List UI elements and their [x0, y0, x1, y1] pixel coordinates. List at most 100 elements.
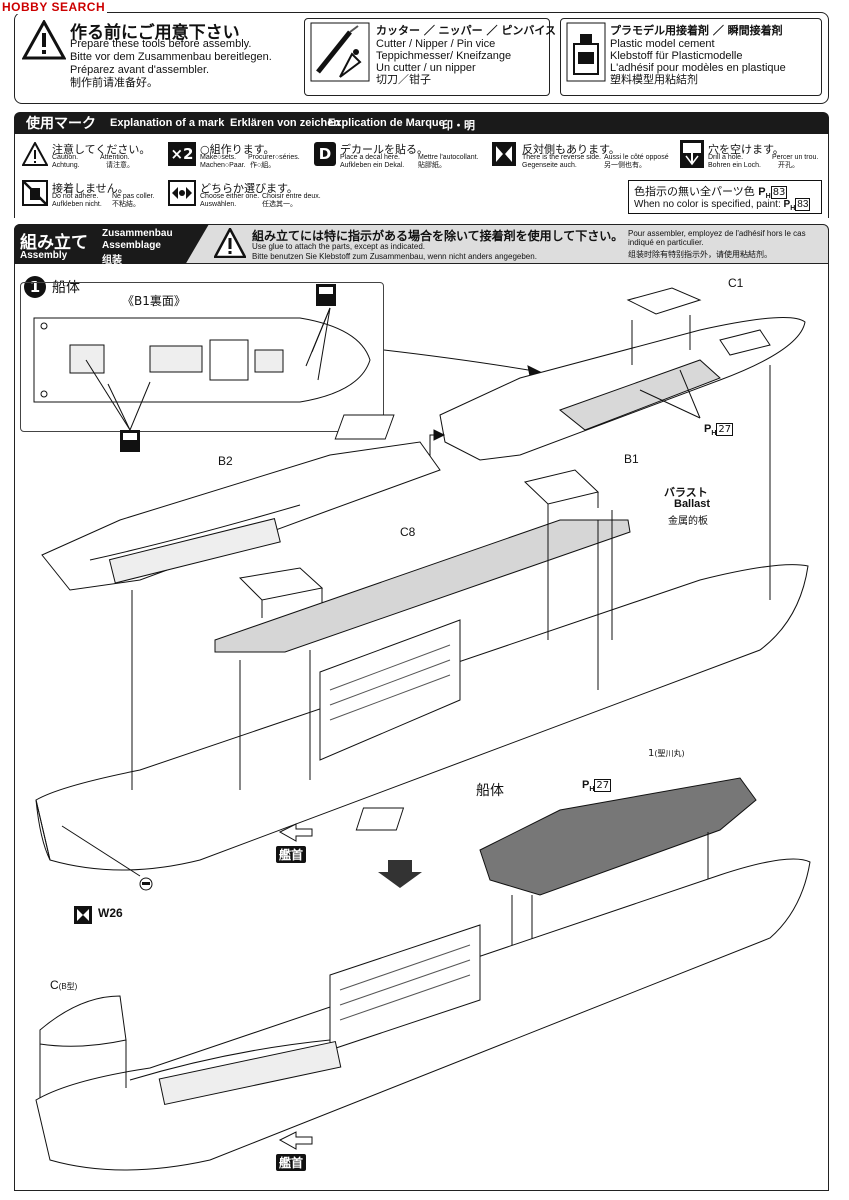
- prep-line-3: Préparez avant d'assembler.: [70, 64, 210, 76]
- make-title: ○組作ります。: [200, 143, 275, 156]
- label-c8: C8: [400, 525, 416, 539]
- decal-l2: Mettre l'autocollant.: [418, 154, 479, 161]
- label-c1: C1: [728, 276, 744, 290]
- decal-l4: 貼膠紙。: [418, 162, 446, 169]
- drill-l4: 开孔。: [778, 162, 799, 169]
- label-ballast-jp: バラスト: [664, 486, 708, 499]
- reverse-title: 反対側もあります。: [522, 143, 620, 156]
- assembly-note-fr: Pour assembler, employez de l'adhésif ho…: [628, 229, 806, 247]
- marks-header-en: Explanation of a mark: [110, 117, 225, 129]
- choose-l4: 任选其一。: [262, 201, 297, 208]
- noglue-l1: Do not adhere.: [52, 193, 99, 200]
- marks-header-fr: Explication de Marque: [328, 117, 445, 129]
- noglue-l4: 不粘結。: [112, 201, 140, 208]
- glue-title: プラモデル用接着剤 ／ 瞬間接着剤: [610, 24, 783, 37]
- assembly-frame: [14, 264, 829, 1191]
- glue-bottle-icon: [566, 22, 606, 82]
- make-l3: Machen○Paar.: [200, 162, 246, 169]
- choose-l3: Auswählen.: [200, 201, 237, 208]
- decal-l1: Place a decal here.: [340, 154, 400, 161]
- label-c-part: C(B型): [50, 978, 78, 992]
- prep-line-2: Bitte vor dem Zusammenbau bereitlegen.: [70, 51, 272, 63]
- label-ballast-cn: 金属的板: [668, 516, 708, 527]
- color-spec-box: [628, 180, 822, 214]
- make-l4: 作○組。: [250, 162, 276, 169]
- assembly-note-jp: 組み立てには特に指示がある場合を除いて接着剤を使用して下さい。: [252, 229, 624, 243]
- drill-l3: Bohren ein Loch.: [708, 162, 761, 169]
- caution-l4: 请注意。: [106, 162, 134, 169]
- prep-title: 作る前にご用意下さい: [70, 23, 240, 43]
- label-bow-1: 艦首: [276, 846, 307, 863]
- assembly-title-cn: 组装: [102, 255, 122, 266]
- make-sets-icon: ×2: [168, 142, 196, 166]
- glue-line-1: Plastic model cement: [610, 38, 715, 50]
- noglue-l3: Aufkleben nicht.: [52, 201, 102, 208]
- assembly-caution-icon: [214, 228, 246, 258]
- choose-l2: Choisir entre deux.: [262, 193, 321, 200]
- choose-title: どちらか選びます。: [200, 182, 298, 195]
- make-l1: Make○sets.: [200, 154, 237, 161]
- tools-line-2: Teppichmesser/ Kneifzange: [376, 50, 512, 62]
- noglue-l2: Ne pas coller.: [112, 193, 155, 200]
- label-hull: 船体: [476, 783, 504, 799]
- reverse-l3: Gegenseite auch.: [522, 162, 577, 169]
- glue-line-2: Klebstoff für Plasticmodelle: [610, 50, 743, 62]
- choose-either-icon: [168, 180, 196, 206]
- b1-reverse-frame: [20, 282, 384, 432]
- prep-line-4: 制作前请准备好。: [70, 77, 158, 89]
- drill-l2: Percer un trou.: [772, 154, 819, 161]
- assembly-title-de: Zusammenbau: [102, 228, 173, 239]
- marks-header-cn: 印・明: [442, 119, 475, 132]
- assembly-note-en: Use glue to attach the parts, except as …: [252, 242, 425, 251]
- choose-l1: Choose either one.: [200, 193, 260, 200]
- caution-title: 注意してください。: [52, 143, 151, 156]
- decal-l3: Aufkleben ein Dekal.: [340, 162, 405, 169]
- assembly-title-block: [14, 224, 209, 264]
- label-part1: 1(聖川丸): [648, 748, 685, 759]
- assembly-drawing: [33, 284, 811, 1171]
- assembly-note-cn: 组装时除有特别指示外，请使用粘結剂。: [628, 250, 772, 259]
- label-b2: B2: [218, 454, 233, 468]
- cutter-nipper-icon: [310, 22, 370, 82]
- label-w26: W26: [98, 906, 123, 920]
- caution-l2: Attention.: [100, 154, 130, 161]
- watermark: HOBBY SEARCH: [0, 0, 108, 14]
- label-b1: B1: [624, 452, 639, 466]
- decal-title: デカールを貼る。: [340, 143, 428, 156]
- caution-l3: Achtung.: [52, 162, 80, 169]
- b1-reverse-label: 《B1裏面》: [122, 294, 186, 308]
- label-bow-2: 艦首: [276, 1154, 307, 1171]
- reverse-l4: 另一侧也有。: [604, 162, 646, 169]
- assembly-title-en: Assembly: [20, 250, 68, 261]
- tools-line-3: Un cutter / un nipper: [376, 62, 476, 74]
- step-number: 1: [24, 276, 46, 298]
- caution-l1: Caution.: [52, 154, 79, 161]
- noglue-title: 接着しません。: [52, 182, 129, 195]
- marks-header-jp: 使用マーク: [26, 116, 96, 132]
- glue-line-4: 塑料模型用粘結剂: [610, 74, 698, 86]
- step-title: 船体: [52, 280, 80, 296]
- drill-l1: Drill a hole.: [708, 154, 744, 161]
- marks-header-bar: [14, 112, 829, 134]
- no-glue-icon: [22, 180, 48, 206]
- reverse-side-icon: [492, 142, 516, 166]
- marks-frame: [14, 134, 829, 218]
- tools-line-4: 切刀／钳子: [376, 74, 431, 86]
- assembly-title-jp: 組み立て: [20, 233, 88, 253]
- reverse-l2: Aussi le côté opposé: [604, 154, 669, 161]
- assembly-note-de: Bitte benutzen Sie Klebstoff zum Zusamme…: [252, 252, 537, 261]
- caution-icon: [22, 142, 48, 166]
- caution-triangle-icon: [22, 20, 66, 60]
- prep-line-1: Prepare these tools before assembly.: [70, 38, 252, 50]
- assembly-title-fr: Assemblage: [102, 240, 161, 251]
- label-ballast-en: Ballast: [674, 498, 711, 510]
- drill-title: 穴を空けます。: [708, 143, 784, 156]
- glue-line-3: L'adhésif pour modèles en plastique: [610, 62, 786, 74]
- tools-line-1: Cutter / Nipper / Pin vice: [376, 38, 496, 50]
- make-l2: Procurer○séries.: [248, 154, 300, 161]
- tools-title: カッター ／ ニッパー ／ ピンバイス: [376, 24, 556, 37]
